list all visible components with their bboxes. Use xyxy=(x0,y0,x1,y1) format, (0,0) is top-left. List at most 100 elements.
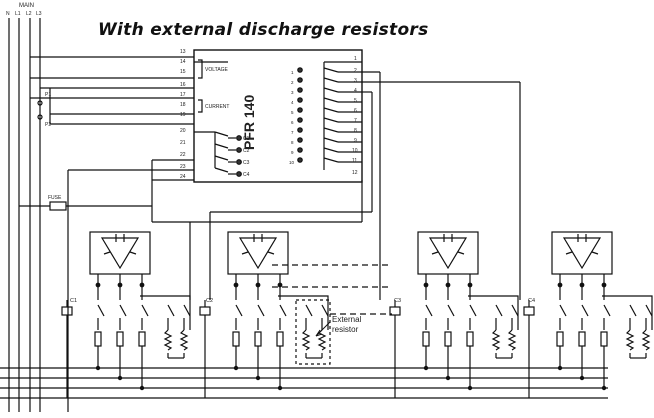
relay-led-icon xyxy=(297,107,303,113)
relay-led-icon xyxy=(297,117,303,123)
terminal-r10: 10 xyxy=(352,148,358,154)
alarm-c1: C1 xyxy=(243,136,250,142)
terminal-20: 20 xyxy=(180,128,186,134)
capacitor-step xyxy=(61,231,191,398)
relay-contact xyxy=(323,107,339,113)
junction xyxy=(445,282,451,288)
relay-led-icon xyxy=(297,67,303,73)
terminal-13: 13 xyxy=(180,49,186,55)
fuse-label: FUSE xyxy=(48,195,62,201)
relay-num-8: 8 xyxy=(291,140,294,145)
step-fuse xyxy=(116,331,124,347)
junction xyxy=(423,282,429,288)
step-fuse xyxy=(444,331,452,347)
junction xyxy=(277,282,283,288)
junction xyxy=(579,282,585,288)
contactor-c1-label: C1 xyxy=(70,298,77,304)
junction xyxy=(255,282,261,288)
step-fuse xyxy=(94,331,102,347)
discharge-resistor xyxy=(241,251,275,255)
contactor-contact xyxy=(559,304,567,317)
terminal-r7: 7 xyxy=(354,118,357,124)
relay-contact xyxy=(323,117,339,123)
junction xyxy=(117,282,123,288)
controller-model: PFR 140 xyxy=(241,95,257,150)
relay-led-icon xyxy=(297,97,303,103)
terminal-22: 22 xyxy=(180,152,186,158)
relay-num-1: 1 xyxy=(291,70,294,75)
aux-wire xyxy=(602,295,653,330)
terminal-r5: 5 xyxy=(354,98,357,104)
junction xyxy=(467,282,473,288)
aux-contact xyxy=(629,304,637,317)
capacitor-delta xyxy=(238,237,278,270)
contactor-contact xyxy=(97,304,105,317)
contactor-c3-label: C3 xyxy=(394,298,401,304)
ct-p1-label: P1 xyxy=(45,92,51,98)
output-relay-contacts xyxy=(297,61,362,170)
discharge-resistor xyxy=(625,329,635,351)
relay-contact xyxy=(323,147,339,153)
terminal-21: 21 xyxy=(180,140,186,146)
junction xyxy=(139,282,145,288)
relay-num-2: 2 xyxy=(291,80,294,85)
aux-wire xyxy=(278,295,329,330)
discharge-resistor xyxy=(301,329,311,351)
relay-contact xyxy=(323,137,339,143)
aux-contact xyxy=(183,304,191,317)
relay-led-icon xyxy=(297,147,303,153)
contactor-contact xyxy=(469,304,477,317)
relay-contact xyxy=(323,97,339,103)
step-fuse xyxy=(556,331,564,347)
phase-l2-label: L2 xyxy=(26,11,32,17)
phase-n-label: N xyxy=(6,11,10,17)
discharge-resistor xyxy=(491,329,501,351)
relay-contact xyxy=(323,87,339,93)
contactor-coil xyxy=(523,306,535,316)
contactor-coil xyxy=(61,306,73,316)
aux-contact xyxy=(305,304,313,317)
step-fuse xyxy=(466,331,474,347)
contactor-contact xyxy=(119,304,127,317)
phase-l1-label: L1 xyxy=(15,11,21,17)
terminal-r11: 11 xyxy=(352,158,357,164)
alarm-c2: C2 xyxy=(243,148,250,154)
contactor-contact xyxy=(279,304,287,317)
capacitor-step xyxy=(199,231,331,398)
alarm-c4: C4 xyxy=(243,172,250,178)
relay-num-5: 5 xyxy=(291,110,294,115)
discharge-resistor xyxy=(565,251,599,255)
phase-l3-label: L3 xyxy=(36,11,42,17)
control-wires xyxy=(152,71,521,300)
relay-num-9: 9 xyxy=(291,150,294,155)
step-fuse xyxy=(138,331,146,347)
aux-wire xyxy=(468,295,519,330)
aux-contact xyxy=(321,304,329,317)
relay-led-icon xyxy=(297,157,303,163)
external-resistor-box xyxy=(295,299,331,365)
terminal-r2: 2 xyxy=(354,68,357,74)
capacitor-delta xyxy=(100,237,140,270)
contactor-c4-label: C4 xyxy=(528,298,535,304)
contactor-contact xyxy=(447,304,455,317)
relay-led-icon xyxy=(297,77,303,83)
ct-p1-marker xyxy=(37,100,43,106)
junction xyxy=(557,282,563,288)
junction xyxy=(601,282,607,288)
terminal-23: 23 xyxy=(180,164,186,170)
aux-contact xyxy=(645,304,653,317)
contactor-contact xyxy=(235,304,243,317)
relay-led-icon xyxy=(297,127,303,133)
discharge-resistor xyxy=(641,329,651,351)
relay-num-3: 3 xyxy=(291,90,294,95)
mains-label: MAIN xyxy=(19,3,34,9)
relay-num-4: 4 xyxy=(291,100,294,105)
terminal-16: 16 xyxy=(180,82,186,88)
terminal-r1: 1 xyxy=(354,56,357,62)
terminal-r9: 9 xyxy=(354,138,357,144)
contactor-c2-label: C2 xyxy=(206,298,213,304)
external-note-line2: resistor xyxy=(332,325,359,334)
terminal-r4: 4 xyxy=(354,88,357,94)
pfr140-controller: PFR 140 VOLTAGE CURRENT xyxy=(193,49,363,183)
capacitor-delta xyxy=(562,237,602,270)
